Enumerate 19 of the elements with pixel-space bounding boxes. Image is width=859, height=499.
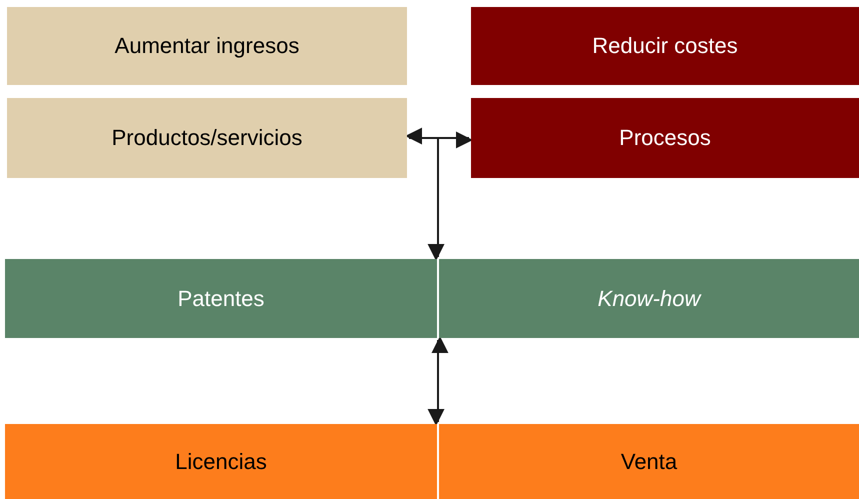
box	[471, 7, 859, 85]
box-label: Licencias	[175, 448, 267, 474]
box-label: Reducir costes	[592, 33, 738, 59]
box-label: Productos/servicios	[112, 125, 302, 151]
box-label: Venta	[620, 448, 678, 474]
box	[471, 98, 859, 178]
arrow	[405, 128, 473, 148]
box	[439, 424, 859, 499]
box	[7, 7, 407, 85]
box-label: Patentes	[178, 286, 264, 312]
box-label: Procesos	[619, 125, 711, 151]
box-label: Aumentar ingresos	[114, 33, 300, 59]
arrow	[428, 336, 448, 426]
box	[7, 98, 407, 178]
box	[5, 259, 437, 338]
box	[439, 259, 859, 338]
box	[5, 424, 437, 499]
arrow	[428, 137, 444, 261]
box-label: Know-how	[598, 286, 700, 312]
